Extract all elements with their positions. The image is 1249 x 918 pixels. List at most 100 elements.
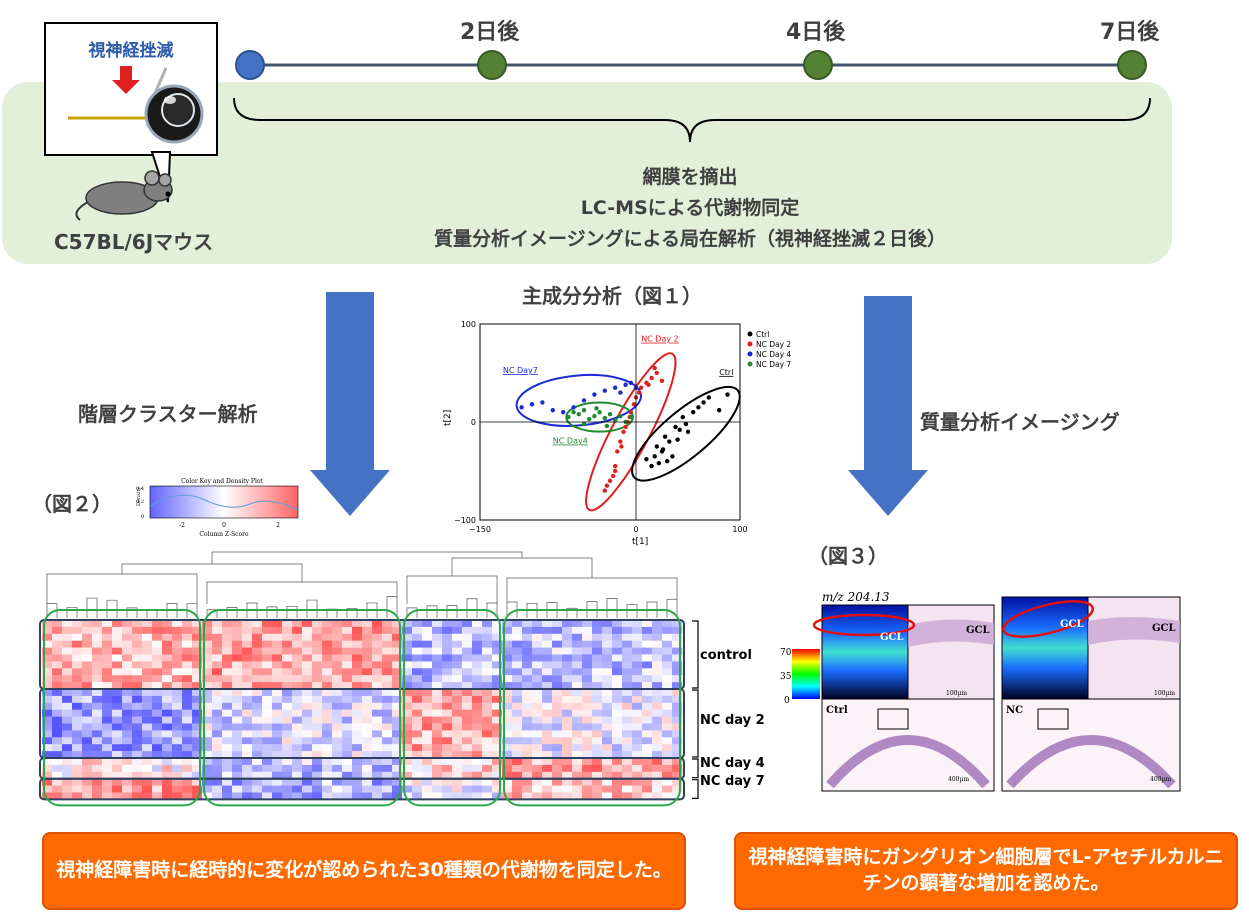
pca-point-3-14 xyxy=(594,406,599,411)
msi-nc-he-zoom xyxy=(1087,596,1181,700)
msi-ctrl-mz xyxy=(821,604,909,700)
msi-nc-label: NC xyxy=(1006,705,1023,716)
pca-point-0-21 xyxy=(656,460,662,466)
color-key: Color Key and Density Plot Density 0 0.2… xyxy=(136,478,299,538)
color-key-tick-2: 2 xyxy=(276,522,280,529)
pca-xlabel: t[1] xyxy=(632,537,648,547)
heatmap-row-label-nc-day2: NC day 2 xyxy=(700,713,765,728)
pca-point-1-1 xyxy=(607,478,613,483)
msi-nc-gcl-1: GCL xyxy=(1060,619,1084,630)
heatmap-col-group-2 xyxy=(403,609,501,807)
pca-point-0-9 xyxy=(685,429,691,434)
timeline-label-day4: 4日後 xyxy=(786,20,846,45)
pca-point-2-2 xyxy=(540,400,545,405)
pca-point-0-4 xyxy=(662,434,668,439)
pca-point-3-8 xyxy=(607,411,613,417)
color-key-ylabel: Density xyxy=(136,487,142,506)
pca-point-1-17 xyxy=(604,483,610,488)
msi-ctrl-gcl-1: GCL xyxy=(880,632,904,643)
pca-legend-marker-0 xyxy=(747,331,753,337)
heatmap-row-brace-1 xyxy=(692,689,699,758)
pca-point-0-22 xyxy=(660,447,666,452)
msi-panel: m/z 204.13 70 35 0 GCL GCL Ctrl 100µm 40… xyxy=(780,590,1181,792)
pca-point-3-13 xyxy=(581,421,587,427)
pca-point-0-12 xyxy=(706,395,711,400)
pca-point-1-12 xyxy=(639,385,644,390)
conclusion-right: 視神経障害時にガングリオン細胞層でL-アセチルカルニチンの顕著な増加を認めた。 xyxy=(734,832,1238,910)
pca-point-1-3 xyxy=(613,463,618,469)
pca-ytick-0: 100 xyxy=(461,320,476,329)
pca-point-3-9 xyxy=(613,417,618,423)
pca-group-label-2: Ctrl xyxy=(719,368,733,377)
pca-point-1-9 xyxy=(628,410,633,415)
pca-point-0-18 xyxy=(683,421,689,427)
pca-point-1-22 xyxy=(652,365,657,371)
heatmap-col-group-1 xyxy=(203,609,401,807)
pca-point-0-10 xyxy=(691,410,696,415)
arrow-down-left xyxy=(310,292,390,516)
inset-title: 視神経挫滅 xyxy=(88,41,174,61)
msi-nc-scale-100: 100µm xyxy=(1154,690,1175,697)
timeline xyxy=(233,50,1151,143)
pca-point-2-5 xyxy=(571,405,576,410)
pca-point-3-5 xyxy=(592,413,597,419)
msi-ctrl-label: Ctrl xyxy=(826,705,848,716)
pca-point-0-20 xyxy=(652,454,657,459)
msi-scale-0: 0 xyxy=(784,696,790,706)
timeline-start-dot xyxy=(235,50,265,80)
msi-nc-highlight xyxy=(1001,600,1095,638)
heatmap-row-brace-0 xyxy=(692,620,699,689)
eye-illustration xyxy=(68,66,204,144)
pca-point-3-4 xyxy=(587,416,592,422)
pca-point-0-0 xyxy=(644,457,649,462)
pca-point-1-21 xyxy=(646,382,651,387)
msi-ctrl-he-zoom xyxy=(907,604,995,700)
pca-point-2-9 xyxy=(613,385,618,390)
pca-point-0-8 xyxy=(680,414,685,420)
pca-point-2-11 xyxy=(628,380,633,385)
color-key-tick-0: 0 xyxy=(222,522,226,529)
pca-point-1-16 xyxy=(659,378,665,384)
pca-point-2-3 xyxy=(550,408,555,413)
color-key-ytick-1: 0.2 xyxy=(136,499,144,505)
pca-point-2-8 xyxy=(602,388,607,393)
pca-legend-marker-1 xyxy=(747,341,753,347)
heatmap-row-label-nc-day7: NC day 7 xyxy=(700,774,765,789)
pca-point-2-6 xyxy=(581,398,587,403)
pca-point-1-4 xyxy=(615,449,620,454)
pca-point-1-20 xyxy=(636,390,642,395)
pca-point-0-11 xyxy=(696,405,701,410)
procedure-line-1: 網膜を摘出 xyxy=(642,166,738,188)
pca-point-0-5 xyxy=(667,439,672,444)
inset-box: 視神経挫滅 xyxy=(44,22,218,156)
timeline-brace xyxy=(233,97,1151,143)
pca-point-1-15 xyxy=(654,370,659,376)
pca-legend-label-1: NC Day 2 xyxy=(756,340,791,349)
pca-legend-marker-3 xyxy=(747,361,753,367)
pca-point-0-19 xyxy=(701,400,706,405)
pca-point-1-7 xyxy=(623,424,628,430)
mouse-illustration xyxy=(75,151,173,221)
msi-scale-70: 70 xyxy=(780,648,792,658)
pca-point-3-0 xyxy=(566,414,571,420)
color-key-ytick-0: 0 xyxy=(141,514,144,520)
msi-nc-mz xyxy=(1001,596,1089,700)
color-key-title: Color Key and Density Plot xyxy=(181,478,263,485)
pca-ylabel: t[2] xyxy=(443,410,453,426)
heatmap-row-label-nc-day4: NC day 4 xyxy=(700,756,765,771)
pca-ellipse-2 xyxy=(631,385,741,482)
pca-group-label-3: NC Day4 xyxy=(553,437,588,446)
pca-xtick-1: 0 xyxy=(633,525,638,534)
color-key-xlabel: Column Z-Score xyxy=(199,531,249,538)
msi-ctrl-highlight xyxy=(812,613,916,637)
pca-ytick-2: −100 xyxy=(454,516,476,525)
conclusion-left: 視神経障害時に経時的に変化が認められた30種類の代謝物を同定した。 xyxy=(42,832,686,910)
heatmap-row-brace-3 xyxy=(692,779,699,799)
pca-xtick-2: 100 xyxy=(732,525,747,534)
pca-ytick-1: 0 xyxy=(471,418,476,427)
msi-nc-gcl-2: GCL xyxy=(1152,623,1176,634)
fig2-label: （図２） xyxy=(32,492,112,516)
pca-point-2-0 xyxy=(519,405,524,410)
pca-point-2-13 xyxy=(618,390,623,395)
